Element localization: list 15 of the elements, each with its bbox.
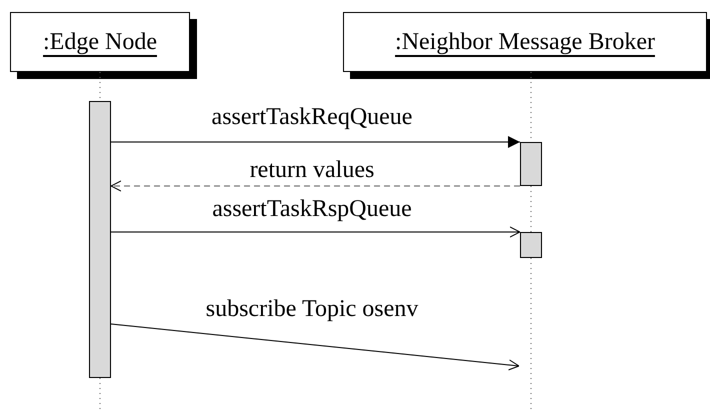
message-label: return values <box>250 157 374 183</box>
return-arrow <box>110 180 520 192</box>
message-arrow <box>110 136 520 148</box>
activation-bar <box>89 101 111 378</box>
message-arrow <box>110 324 520 370</box>
lifeline-header-box <box>10 12 190 72</box>
participant-name: :Neighbor Message Broker <box>395 28 655 56</box>
participant-name: :Edge Node <box>43 28 157 56</box>
message-label: assertTaskReqQueue <box>212 104 412 130</box>
activation-bar <box>520 142 542 186</box>
message-label: assertTaskRspQueue <box>212 196 412 222</box>
message-arrow <box>110 226 520 238</box>
lifeline-header-box <box>343 12 707 72</box>
message-label: subscribe Topic osenv <box>206 296 418 322</box>
activation-bar <box>520 232 542 258</box>
